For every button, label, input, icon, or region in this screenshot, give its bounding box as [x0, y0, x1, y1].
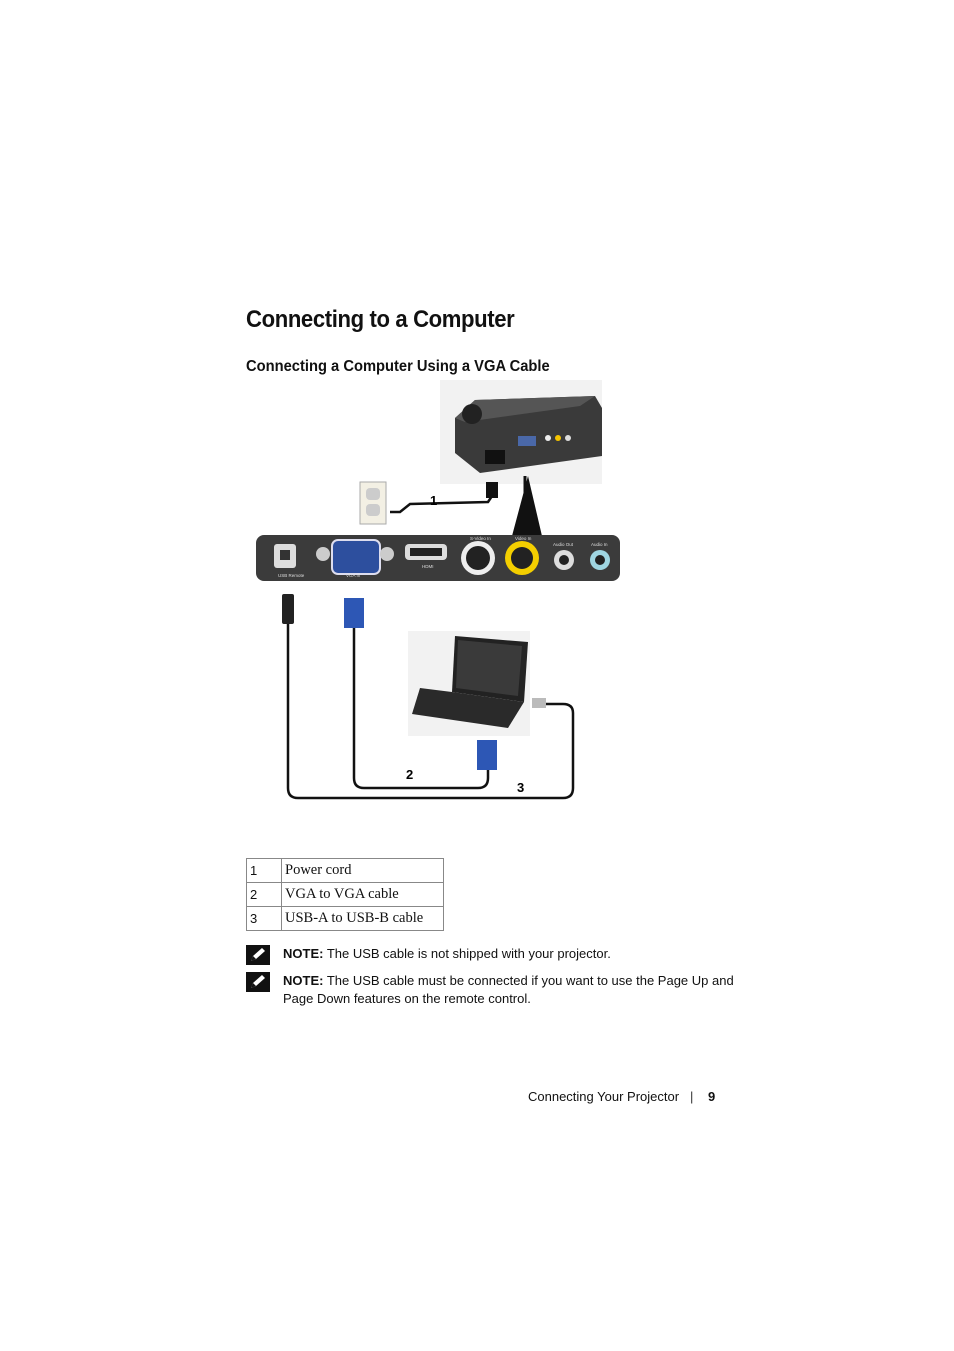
legend-number: 1 [246, 858, 282, 883]
note-text: The USB cable is not shipped with your p… [323, 946, 611, 961]
wall-outlet-image [359, 481, 387, 525]
table-row: 1 Power cord [246, 858, 444, 883]
section-subtitle: Connecting a Computer Using a VGA Cable [246, 358, 550, 375]
legend-number: 3 [246, 906, 282, 931]
legend-number: 2 [246, 882, 282, 907]
port-label-usb-remote: USB Remote [278, 573, 305, 578]
legend-text: USB-A to USB-B cable [281, 906, 444, 931]
vga-plug-bottom [477, 740, 497, 770]
port-label-hdmi: HDMI [422, 564, 434, 569]
vga-plug-top [344, 598, 364, 628]
connection-diagram: 1 USB Remote VGA In HDMI S-Video In Vide… [256, 380, 620, 800]
note-text: The USB cable must be connected if you w… [283, 973, 734, 1006]
callout-3: 3 [517, 780, 524, 795]
footer-section-title: Connecting Your Projector [528, 1089, 680, 1104]
footer-separator: | [690, 1089, 694, 1104]
port-label-vga-in: VGA In [346, 573, 361, 578]
table-row: 3 USB-A to USB-B cable [246, 906, 444, 931]
page-number: 9 [708, 1089, 716, 1104]
usb-a-plug [532, 698, 546, 708]
power-cord [390, 495, 494, 514]
legend-text: Power cord [281, 858, 444, 883]
usb-b-plug [282, 594, 294, 624]
callout-2: 2 [406, 767, 413, 782]
note-label: NOTE: [283, 946, 324, 961]
port-label-audio-in: Audio In [591, 542, 608, 547]
vga-cable [352, 628, 490, 790]
projector-image [440, 380, 602, 508]
note-1: NOTE: The USB cable is not shipped with … [246, 945, 746, 965]
usb-cable [286, 624, 575, 800]
pencil-note-icon [246, 945, 270, 965]
legend-table: 1 Power cord 2 VGA to VGA cable 3 USB-A … [246, 858, 444, 931]
note-2: NOTE: The USB cable must be connected if… [246, 972, 746, 1012]
port-label-s-video-in: S-Video In [470, 536, 491, 541]
zoom-indicator [512, 476, 542, 536]
callout-1: 1 [430, 493, 437, 508]
connector-panel: USB Remote VGA In HDMI S-Video In Video … [256, 535, 620, 581]
table-row: 2 VGA to VGA cable [246, 882, 444, 907]
page-title: Connecting to a Computer [246, 306, 515, 333]
port-label-audio-out: Audio Out [553, 542, 574, 547]
legend-text: VGA to VGA cable [281, 882, 444, 907]
port-label-video-in: Video In [515, 536, 532, 541]
laptop-image [408, 631, 530, 736]
pencil-note-icon [246, 972, 270, 992]
note-label: NOTE: [283, 973, 324, 988]
